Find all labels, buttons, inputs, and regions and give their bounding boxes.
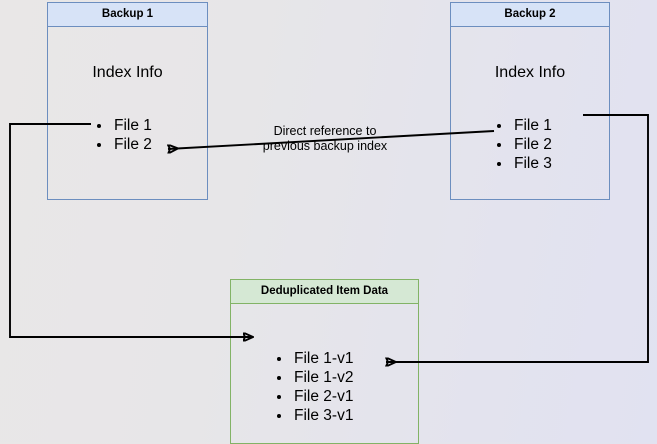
backup-1-body: Index Info File 1 File 2	[48, 27, 207, 199]
backup-1-node: Backup 1 Index Info File 1 File 2	[47, 2, 208, 200]
list-item: File 2-v1	[292, 387, 353, 406]
caption-line-2: previous backup index	[262, 139, 388, 153]
list-item: File 2	[112, 135, 152, 154]
list-item: File 1	[512, 116, 552, 135]
deduplicated-item-data-header: Deduplicated Item Data	[231, 280, 418, 304]
deduplicated-item-list: File 1-v1 File 1-v2 File 2-v1 File 3-v1	[276, 349, 353, 425]
backup-2-body: Index Info File 1 File 2 File 3	[451, 27, 609, 199]
backup-2-index-label: Index Info	[494, 64, 566, 81]
backup-2-node: Backup 2 Index Info File 1 File 2 File 3	[450, 2, 610, 200]
backup-1-header: Backup 1	[48, 3, 207, 27]
list-item: File 1-v1	[292, 349, 353, 368]
list-item: File 1	[112, 116, 152, 135]
backup-2-header: Backup 2	[451, 3, 609, 27]
list-item: File 1-v2	[292, 368, 353, 387]
direct-reference-caption: Direct reference to previous backup inde…	[243, 124, 407, 154]
backup-2-file-list: File 1 File 2 File 3	[496, 116, 552, 173]
list-item: File 3-v1	[292, 406, 353, 425]
list-item: File 2	[512, 135, 552, 154]
backup-1-index-label: Index Info	[92, 64, 163, 81]
deduplicated-item-data-body: File 1-v1 File 1-v2 File 2-v1 File 3-v1	[231, 304, 418, 443]
list-item: File 3	[512, 154, 552, 173]
caption-line-1: Direct reference to	[273, 124, 377, 138]
backup-1-file-list: File 1 File 2	[96, 116, 152, 154]
deduplicated-item-data-node: Deduplicated Item Data File 1-v1 File 1-…	[230, 279, 419, 444]
